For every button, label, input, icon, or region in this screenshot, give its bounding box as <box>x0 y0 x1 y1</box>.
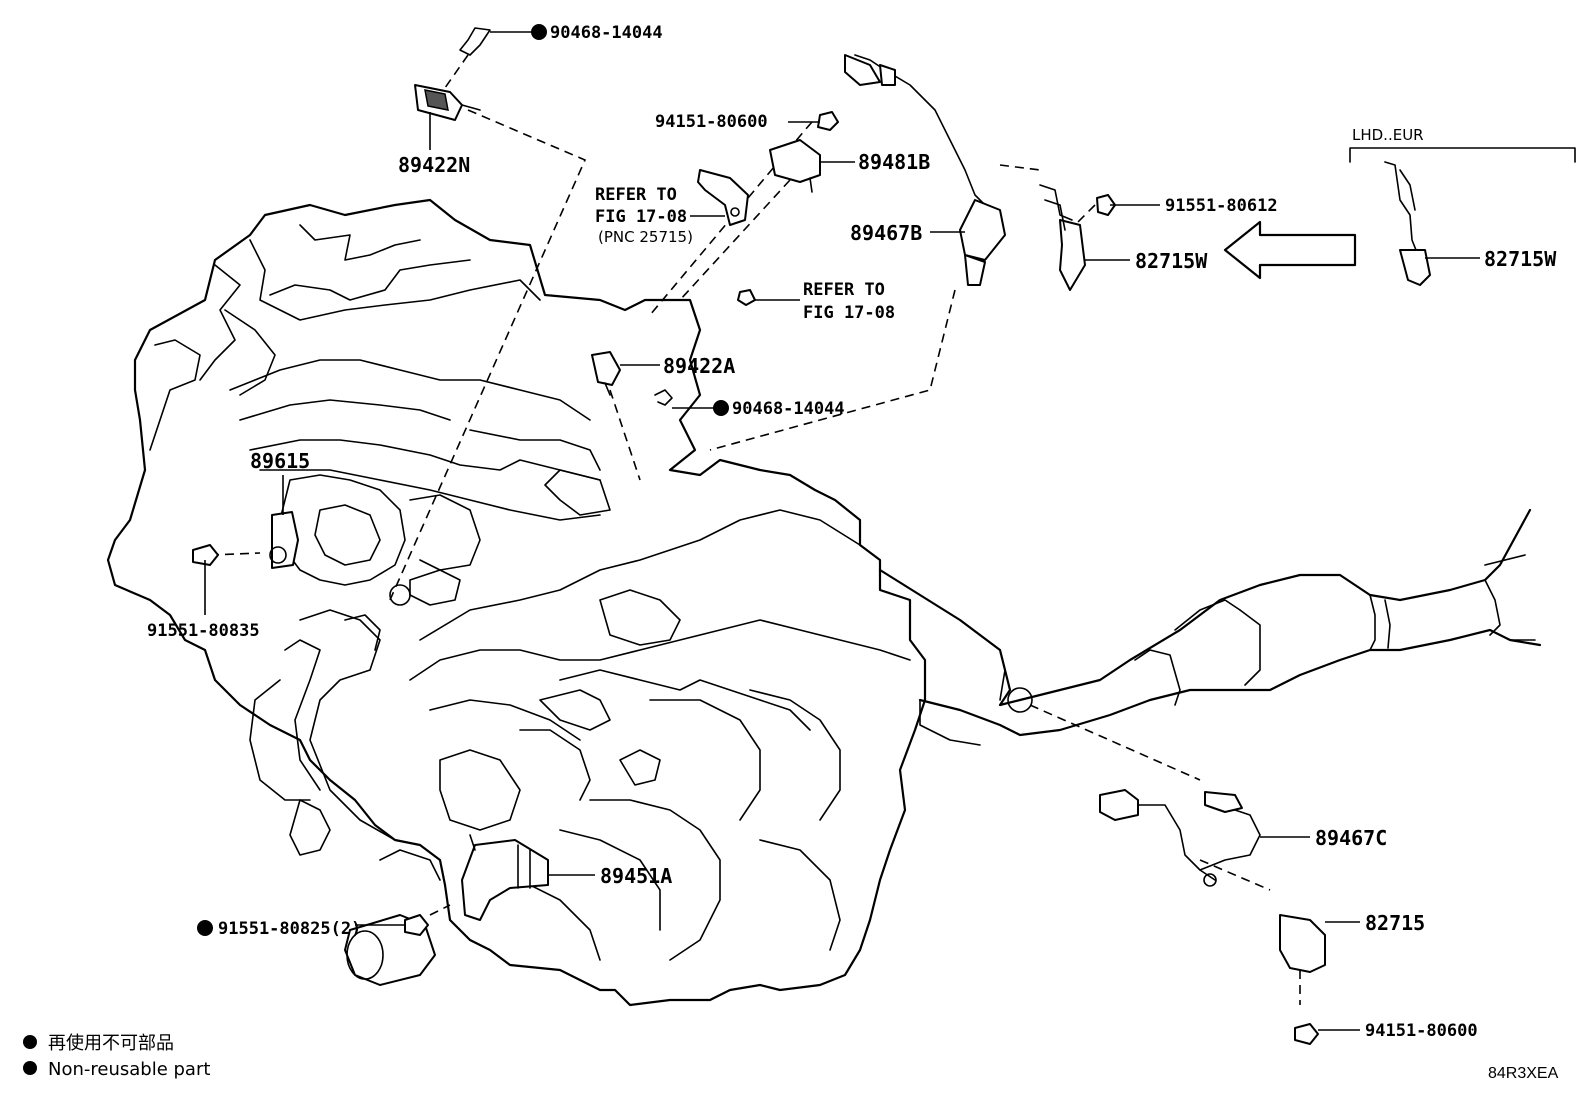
non-reusable-dot <box>23 1061 37 1075</box>
label-lhd-eur: LHD..EUR <box>1352 126 1424 144</box>
label-89467c: 89467C <box>1315 826 1387 850</box>
label-89422a: 89422A <box>663 354 735 378</box>
oxygen-sensor-89467c-glyph <box>1099 789 1261 887</box>
label-refer-to-a: REFER TO <box>595 185 677 205</box>
bolt-91551-80835-glyph <box>192 544 219 566</box>
nut-94151-bottom-glyph <box>1294 1023 1319 1045</box>
label-refer-to-b: REFER TO <box>803 280 885 300</box>
bolt-91551-80825-glyph <box>404 914 429 936</box>
clip-90468-mid-glyph <box>654 389 673 406</box>
non-reusable-dot <box>713 400 729 416</box>
nut-refer-fig-b-glyph <box>737 289 756 306</box>
label-90468-14044-mid: 90468-14044 <box>732 399 845 419</box>
part-labels: 90468-14044 89422N 94151-80600 89481B RE… <box>147 23 1557 1041</box>
bracket-refer-fig-glyph <box>697 169 749 226</box>
label-89467b: 89467B <box>850 221 922 245</box>
bracket-82715-glyph <box>1279 914 1326 973</box>
non-reusable-dot <box>23 1035 37 1049</box>
bracket-82715w-right-glyph <box>1384 161 1431 286</box>
lhd-bracket-line <box>1349 147 1576 163</box>
label-89451a: 89451A <box>600 864 672 888</box>
oxygen-sensor-89467b-glyph <box>844 54 1006 286</box>
label-pnc-25715: (PNC 25715) <box>598 228 693 246</box>
label-89615: 89615 <box>250 449 310 473</box>
nut-94151-top-glyph <box>817 111 839 131</box>
label-94151-80600-bottom: 94151-80600 <box>1365 1021 1478 1041</box>
label-89481b: 89481B <box>858 150 930 174</box>
bracket-82715w-left-glyph <box>1039 184 1086 291</box>
non-reusable-dot <box>197 920 213 936</box>
label-91551-80612: 91551-80612 <box>1165 196 1278 216</box>
label-fig-17-08-b: FIG 17-08 <box>803 303 895 323</box>
label-82715: 82715 <box>1365 911 1425 935</box>
label-89422n: 89422N <box>398 153 470 177</box>
arrow-left-glyph <box>1223 220 1357 280</box>
part-glyphs <box>192 27 1576 1045</box>
label-82715w-right: 82715W <box>1484 247 1557 271</box>
sensor-89481b-glyph <box>769 139 821 193</box>
sensor-89422a-glyph <box>591 351 621 396</box>
sensor-89451a-glyph <box>461 834 549 921</box>
knock-sensor-89615-glyph <box>269 511 299 569</box>
non-reusable-markers <box>23 24 729 1075</box>
sensor-89422n-glyph <box>414 84 481 121</box>
label-90468-14044-top: 90468-14044 <box>550 23 663 43</box>
diagram-code: 84R3XEA <box>1488 1065 1559 1082</box>
leader-dashed-lines <box>209 54 1301 1005</box>
legend: 再使用不可部品 Non-reusable part <box>48 1033 210 1080</box>
legend-line-japanese: 再使用不可部品 <box>48 1033 174 1054</box>
label-91551-80825: 91551-80825(2) <box>218 919 361 939</box>
clip-90468-top-glyph <box>459 27 491 56</box>
label-94151-80600-top: 94151-80600 <box>655 112 768 132</box>
label-82715w-left: 82715W <box>1135 249 1208 273</box>
label-fig-17-08-a: FIG 17-08 <box>595 207 687 227</box>
legend-line-english: Non-reusable part <box>48 1059 210 1080</box>
bolt-91551-80612-glyph <box>1096 194 1116 216</box>
label-leader-lines <box>204 31 1480 1031</box>
exhaust-pipe-catalyst <box>878 508 1542 746</box>
label-91551-80835: 91551-80835 <box>147 621 260 641</box>
non-reusable-dot <box>531 24 547 40</box>
